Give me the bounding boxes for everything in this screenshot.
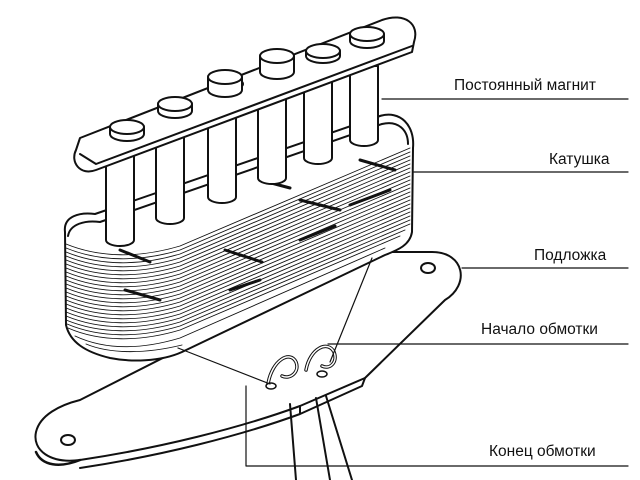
pole-tops xyxy=(109,26,385,142)
label-winding-start: Начало обмотки xyxy=(481,321,598,338)
leader-winding-end xyxy=(245,385,629,467)
label-base-plate: Подложка xyxy=(534,247,607,264)
magnet-pole xyxy=(105,137,135,247)
leader-lines xyxy=(177,98,629,467)
magnet-pole xyxy=(303,81,333,165)
coil xyxy=(63,113,415,362)
magnet-pole xyxy=(207,109,237,204)
label-permanent-magnet: Постоянный магнит xyxy=(454,77,596,94)
coil-shading xyxy=(118,158,397,302)
label-winding-end: Конец обмотки xyxy=(489,443,596,460)
mounting-hole-right xyxy=(420,262,436,274)
magnet-poles xyxy=(105,65,379,247)
magnet-pole xyxy=(257,95,287,185)
label-coil: Катушка xyxy=(549,151,610,168)
mounting-hole-left xyxy=(60,434,76,446)
leader-winding-right xyxy=(329,257,373,363)
coil-windings xyxy=(65,147,411,353)
leader-winding-left xyxy=(177,347,271,385)
magnet-pole xyxy=(349,65,379,147)
base-plate xyxy=(34,251,462,469)
magnet-pole xyxy=(155,124,185,225)
